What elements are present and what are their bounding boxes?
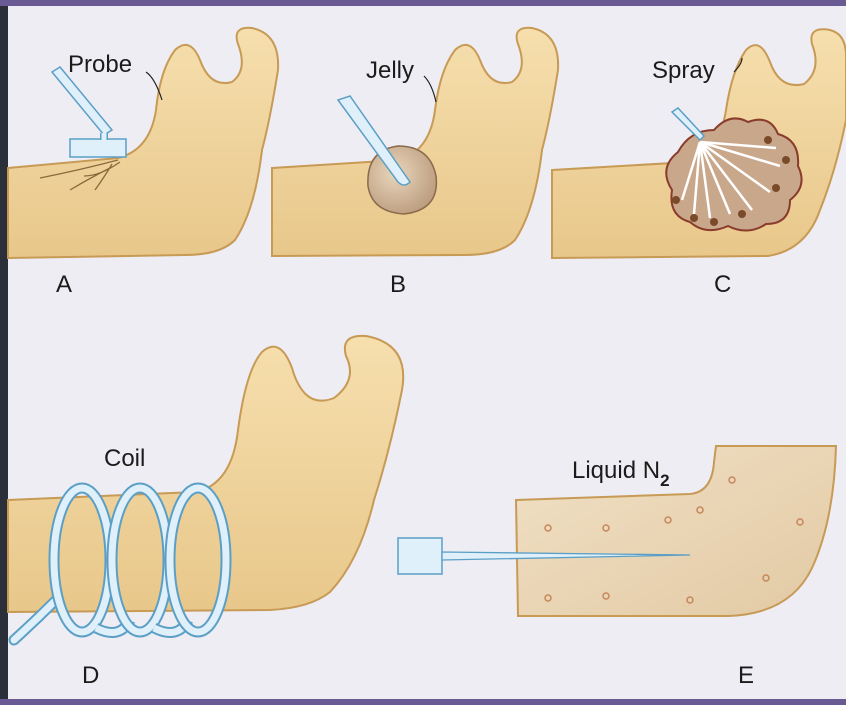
label-coil: Coil bbox=[104, 445, 145, 472]
label-probe: Probe bbox=[68, 51, 132, 78]
jaw-bone-b bbox=[272, 28, 558, 256]
label-spray: Spray bbox=[652, 57, 715, 84]
panel-a: Probe A bbox=[8, 28, 278, 298]
label-liquid-sub: 2 bbox=[660, 471, 669, 490]
bone-patch-e bbox=[516, 446, 836, 616]
panel-e: Liquid N2 E bbox=[398, 446, 836, 689]
jaw-bone-a bbox=[8, 28, 278, 258]
panel-label-b: B bbox=[390, 271, 406, 298]
panel-label-d: D bbox=[82, 662, 99, 689]
jelly-leader bbox=[424, 76, 436, 102]
label-liquid: Liquid N2 bbox=[572, 457, 670, 490]
probe-head bbox=[70, 139, 126, 157]
jaw-bone-d bbox=[8, 336, 403, 612]
panel-b: Jelly B bbox=[272, 28, 558, 298]
label-jelly: Jelly bbox=[366, 57, 414, 84]
spray-nozzle bbox=[672, 108, 704, 140]
cryo-syringe-body bbox=[398, 538, 442, 574]
panel-c: Spray C bbox=[552, 29, 846, 298]
tumor-lesion bbox=[666, 118, 801, 230]
panel-label-a: A bbox=[56, 271, 72, 298]
panel-d: Coil D bbox=[8, 336, 403, 689]
label-liquid-main: Liquid N bbox=[572, 457, 660, 484]
panel-label-c: C bbox=[714, 271, 731, 298]
panel-label-e: E bbox=[738, 662, 754, 689]
